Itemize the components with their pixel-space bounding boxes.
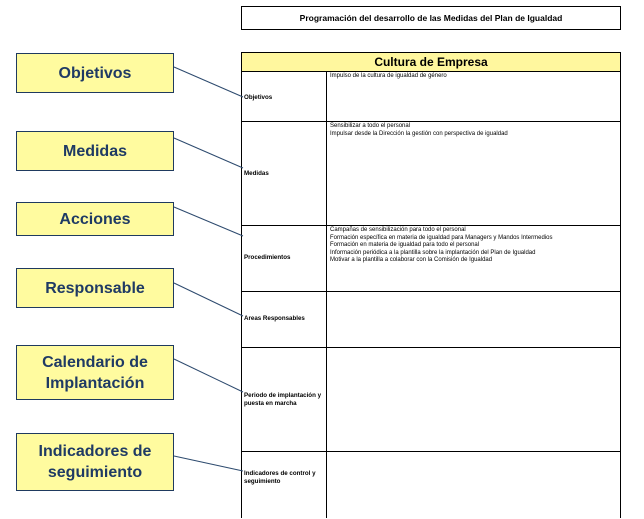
row-label: Medidas <box>244 170 269 177</box>
callout-calendario: Calendario de Implantación <box>16 345 174 400</box>
connector-line <box>173 282 244 317</box>
table-row-areas: Areas Responsables <box>242 292 620 348</box>
row-items: Sensibilizar a todo el personal Impulsar… <box>330 123 508 138</box>
table-row-objetivos: Objetivos Impulso de la cultura de igual… <box>242 72 620 122</box>
table-title: Cultura de Empresa <box>242 53 620 72</box>
row-items: Campañas de sensibilización para todo el… <box>330 227 552 265</box>
row-item: Información periódica a la plantilla sob… <box>330 249 536 256</box>
callout-indicadores: Indicadores de seguimiento <box>16 433 174 491</box>
table-row-indicadores: Indicadores de control y seguimiento <box>242 452 620 519</box>
document-title: Programación del desarrollo de las Medid… <box>299 13 563 23</box>
row-items: Impulso de la cultura de igualdad de gén… <box>330 73 447 81</box>
row-item: Formación en materia de igualdad para to… <box>330 242 480 249</box>
table-row-procedimientos: Procedimientos Campañas de sensibilizaci… <box>242 226 620 292</box>
connector-line <box>173 358 244 393</box>
document-header: Programación del desarrollo de las Medid… <box>241 6 621 30</box>
callout-acciones: Acciones <box>16 202 174 236</box>
callout-medidas: Medidas <box>16 131 174 171</box>
table-row-medidas: Medidas Sensibilizar a todo el personal … <box>242 122 620 226</box>
connector-line <box>173 137 244 169</box>
row-item: Sensibilizar a todo el personal <box>330 123 411 129</box>
column-divider <box>326 72 327 518</box>
connector-line <box>173 455 244 472</box>
callout-objetivos: Objetivos <box>16 53 174 93</box>
row-item: Formación específica en materia de igual… <box>330 234 553 241</box>
table-row-periodo: Periodo de implantación y puesta en marc… <box>242 348 620 452</box>
row-item: Impulso de la cultura de igualdad de gén… <box>330 73 447 79</box>
row-label: Periodo de implantación y puesta en marc… <box>244 392 322 407</box>
row-label: Objetivos <box>244 94 273 101</box>
row-label: Indicadores de control y seguimiento <box>244 470 316 485</box>
connector-line <box>173 206 244 237</box>
callout-responsable: Responsable <box>16 268 174 308</box>
measures-table: Cultura de Empresa Objetivos Impulso de … <box>241 52 621 518</box>
row-label: Areas Responsables <box>244 315 305 322</box>
row-item: Campañas de sensibilización para todo el… <box>330 227 466 233</box>
connector-line <box>173 66 244 98</box>
row-label: Procedimientos <box>244 254 291 261</box>
row-item: Motivar a la plantilla a colaborar con l… <box>330 257 493 264</box>
row-item: Impulsar desde la Dirección la gestión c… <box>330 130 508 137</box>
